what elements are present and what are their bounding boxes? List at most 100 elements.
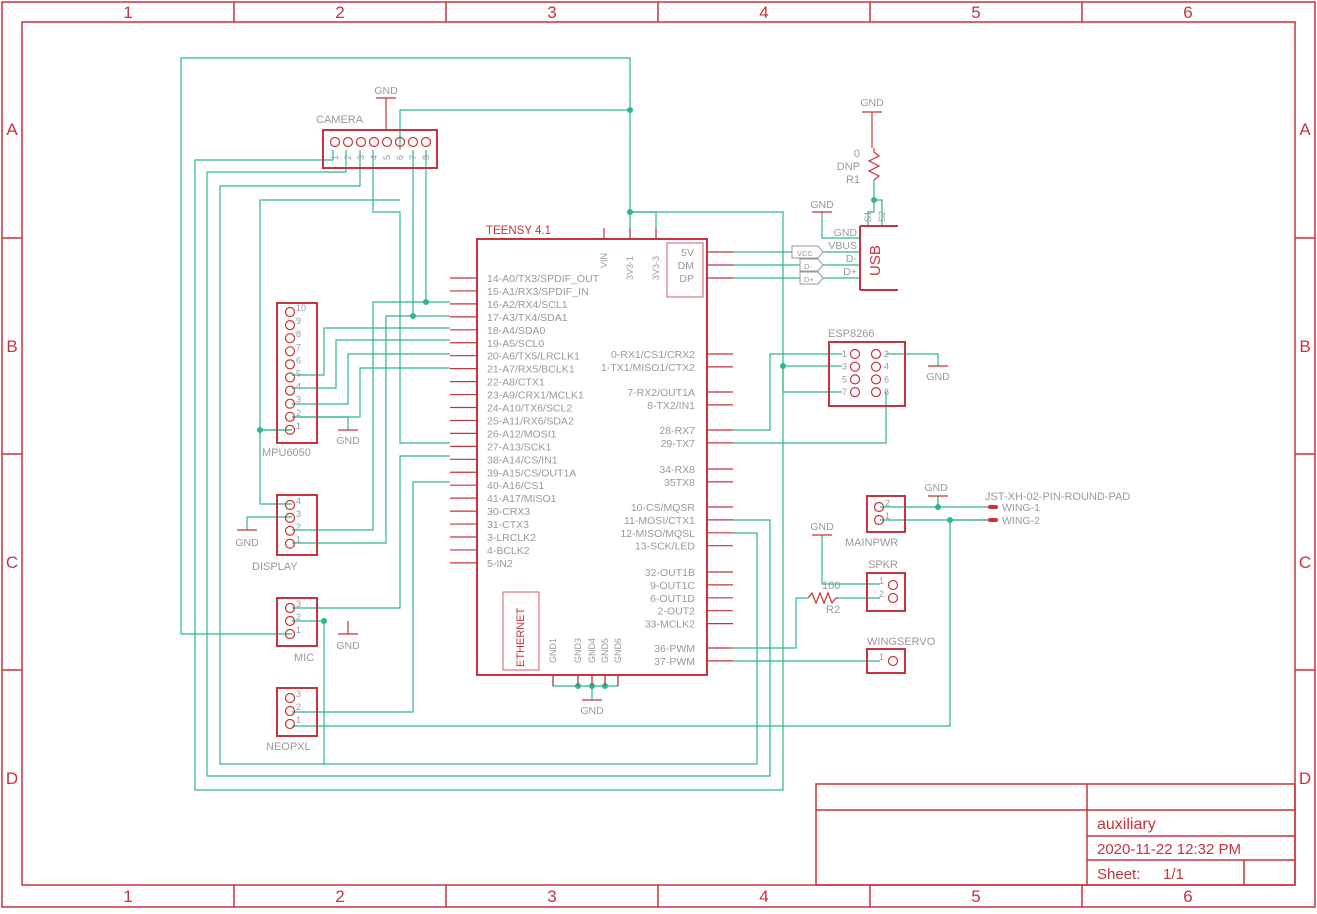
teensy-left-pins: 14-A0/TX3/SPDIF_OUT15-A1/RX3/SPDIF_IN16-… — [450, 273, 600, 570]
r1-note: DNP — [837, 161, 860, 173]
display-name: DISPLAY — [252, 561, 298, 573]
teensy-pin-label: 24-A10/TX6/SCL2 — [487, 403, 572, 415]
frame-column-labels: 1 2 3 4 5 6 1 2 3 4 5 6 — [123, 3, 1192, 906]
teensy-pin-label: 20-A6/TX5/LRCLK1 — [487, 351, 580, 363]
net-wire — [259, 199, 400, 430]
spkr-connector: SPKR 12 — [866, 559, 906, 612]
column-label: 1 — [123, 3, 132, 22]
ethernet-label: ETHERNET — [515, 607, 527, 667]
gnd-symbol: GND — [374, 85, 398, 130]
connector-pin — [284, 424, 296, 435]
connector-pin — [284, 692, 296, 704]
net-wire — [372, 150, 450, 444]
connector-pin — [887, 655, 899, 667]
teensy-pin-label: 13-SCK/LED — [635, 541, 696, 553]
teensy-pin-label: 37-PWM — [654, 656, 695, 668]
pin-label: S1 — [863, 211, 873, 222]
teensy-pin-label: 9-OUT1C — [650, 580, 695, 592]
title-block-sheet-value: 1/1 — [1163, 866, 1184, 883]
pin-number: 7 — [842, 387, 847, 397]
gnd-symbols: GND GND GND GND GND GND GND — [235, 85, 950, 717]
net-wire — [399, 109, 630, 150]
column-label: 3 — [547, 887, 556, 906]
pin-number: 2 — [296, 702, 301, 712]
spkr-name: SPKR — [868, 559, 898, 571]
wing-pad — [988, 518, 998, 522]
pin-label: 3V3-3 — [651, 256, 661, 280]
r2-value: 100 — [822, 580, 840, 592]
connector-pin — [407, 136, 419, 148]
net-wire — [630, 211, 784, 366]
teensy-pin-label: 23-A9/CRX1/MCLK1 — [487, 390, 584, 402]
pin-number: 4 — [296, 382, 301, 392]
connector-pin — [849, 387, 861, 398]
column-label: 4 — [759, 3, 768, 22]
connector-pin — [873, 501, 885, 513]
pin-number: 1 — [330, 155, 340, 160]
jst-wing-connector: JST-XH-02-PIN-ROUND-PAD WING-1 WING-2 — [985, 491, 1130, 527]
net-wire — [412, 150, 450, 317]
neopxl-connector: NEOPXL 321 — [266, 687, 318, 753]
resistor-r1: 0 DNP R1 — [837, 148, 881, 186]
teensy-pin-label: 40-A16/CS1 — [487, 480, 544, 492]
teensy-pin-label: 6-OUT1D — [650, 593, 695, 605]
pin-label: DM — [678, 260, 694, 272]
connector-pin — [329, 136, 341, 148]
teensy-right-pins: 0-RX1/CS1/CRX21-TX1/MISO1/CTX27-RX2/OUT1… — [601, 349, 733, 668]
junction-dot — [935, 504, 941, 510]
junction-dot — [627, 107, 633, 113]
gnd-label: GND — [926, 371, 950, 383]
column-label: 2 — [335, 887, 344, 906]
connector-pin — [284, 306, 296, 318]
camera-name: CAMERA — [316, 114, 364, 126]
pin-number: 3 — [356, 155, 366, 160]
connector-pin — [284, 538, 296, 549]
connector-pin — [368, 136, 380, 148]
wingservo-name: WINGSERVO — [867, 636, 936, 648]
connector-pin — [870, 361, 882, 372]
mic-connector: MIC 321 — [276, 597, 318, 664]
usb-tag: D+ — [804, 275, 814, 284]
gnd-symbol: GND — [336, 621, 360, 652]
jst-name: JST-XH-02-PIN-ROUND-PAD — [985, 491, 1130, 503]
gnd-label: GND — [336, 640, 360, 652]
pin-label: VIN — [599, 253, 609, 268]
column-label: 5 — [971, 3, 980, 22]
teensy-pin-label: 28-RX7 — [659, 425, 695, 437]
gnd-symbol: GND — [810, 199, 834, 213]
gnd-symbol: GND — [235, 529, 259, 549]
teensy-pin-label: 14-A0/TX3/SPDIF_OUT — [487, 273, 600, 285]
pin-number: 1 — [885, 511, 890, 521]
net-wire — [292, 481, 450, 713]
net-wire — [821, 212, 860, 239]
connector-pin — [284, 346, 296, 357]
pin-number: 5 — [842, 374, 847, 384]
gnd-label: GND — [374, 85, 398, 97]
connector-pin — [284, 385, 296, 396]
pin-label: 5V — [681, 247, 694, 259]
connector-pin — [284, 512, 296, 524]
teensy-pin-label: 2-OUT2 — [658, 606, 696, 618]
connector-pin — [887, 592, 899, 604]
mic-name: MIC — [294, 652, 314, 664]
pin-number: 2 — [296, 522, 301, 532]
teensy-pin-label: 11-MOSI/CTX1 — [624, 515, 695, 527]
column-label: 6 — [1183, 3, 1192, 22]
usb-net-tags: VCC D- D+ — [791, 245, 824, 285]
teensy-pin-label: 3-LRCLK2 — [487, 532, 536, 544]
teensy-pin-label: 34-RX8 — [659, 464, 695, 476]
teensy-pin-label: 27-A13/SCK1 — [487, 441, 551, 453]
connector-pin — [849, 374, 861, 385]
pin-number: 6 — [395, 155, 405, 160]
connector-pin — [284, 333, 296, 344]
jst-pad-label: WING-1 — [1002, 502, 1040, 514]
pin-label: GND1 — [548, 638, 558, 663]
pin-number: 7 — [408, 155, 418, 160]
net-wire — [292, 339, 450, 389]
gnd-label: GND — [235, 537, 259, 549]
